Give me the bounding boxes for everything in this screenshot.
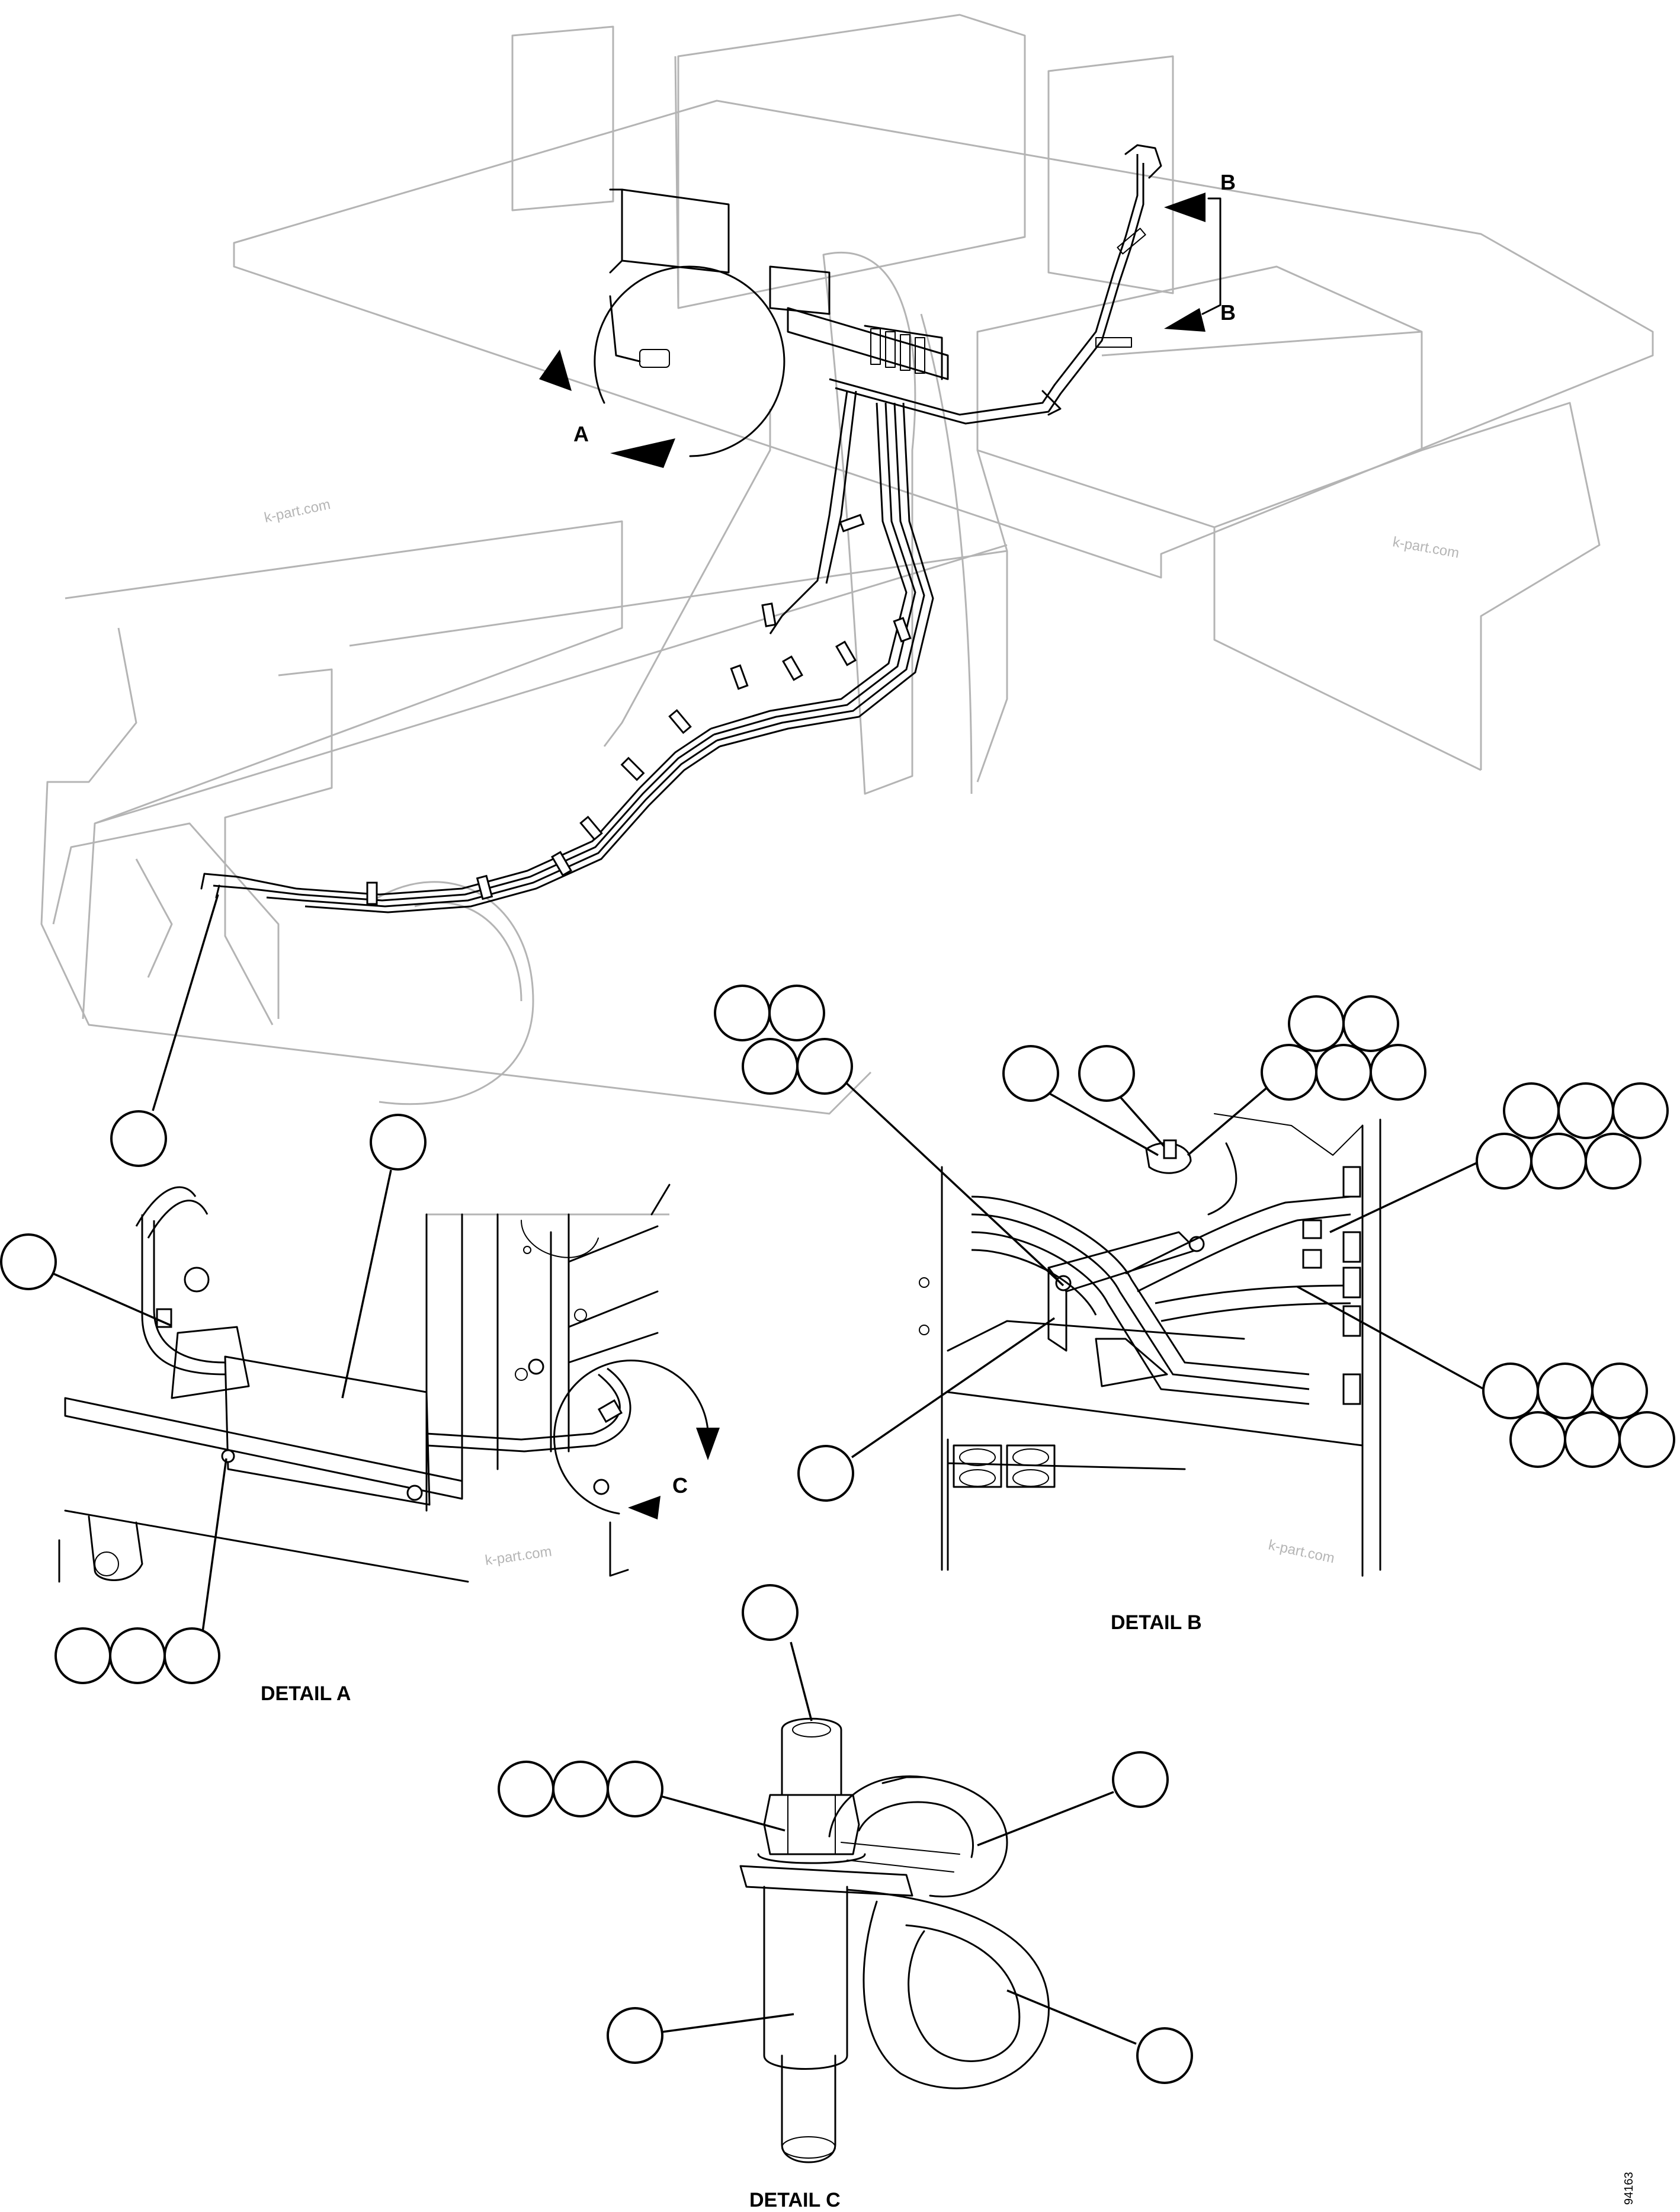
arrow-label-a: A: [573, 422, 589, 446]
callouts-detail-a[interactable]: [0, 1114, 427, 1684]
view-arrow-c[interactable]: C: [553, 1360, 720, 1519]
watermark-detail-b: k-part.com: [1267, 1537, 1336, 1566]
callout-main[interactable]: [110, 894, 219, 1167]
detail-a: C k-part.com DETAIL A: [58, 1184, 720, 1705]
view-arrow-b[interactable]: B B: [1164, 170, 1236, 332]
detail-b: k-part.com DETAIL B: [919, 1113, 1381, 1634]
arrow-label-b-top: B: [1220, 170, 1236, 194]
view-arrow-a[interactable]: A: [539, 265, 786, 468]
detail-c: DETAIL C: [739, 1717, 1050, 2211]
detail-b-title: DETAIL B: [1111, 1611, 1202, 1634]
machine-outline: [40, 14, 1654, 1115]
callouts-detail-c[interactable]: [498, 1584, 1193, 2084]
callouts-detail-b[interactable]: [714, 985, 1675, 1502]
detail-a-title: DETAIL A: [261, 1682, 351, 1705]
hose-harness: [200, 144, 1162, 913]
arrow-label-c: C: [672, 1473, 688, 1498]
arrow-label-b-bottom: B: [1220, 300, 1236, 325]
harness-clamps: [366, 514, 912, 905]
drawing-code: 94163: [1623, 2172, 1636, 2205]
watermark-detail-a: k-part.com: [484, 1543, 553, 1569]
watermark-main-left: k-part.com: [263, 496, 332, 526]
watermark-main-right: k-part.com: [1392, 534, 1460, 561]
detail-c-title: DETAIL C: [749, 2189, 841, 2211]
